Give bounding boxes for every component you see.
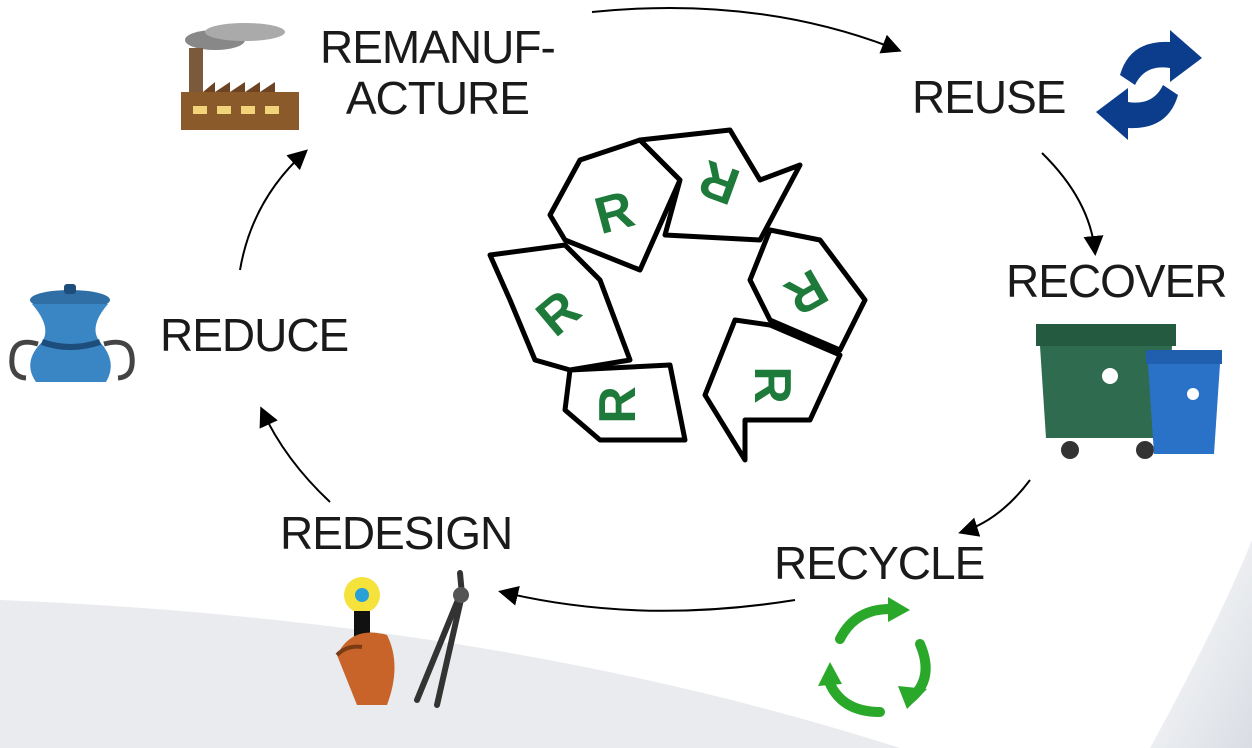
reuse-arrows-icon	[1096, 30, 1202, 140]
recycle-symbol-center: R R R R R R	[487, 127, 868, 463]
arrow-recycle-to-redesign	[498, 585, 796, 612]
r-arrow-right-upper	[747, 227, 868, 353]
r-arrow-top-right	[637, 127, 803, 243]
compressed-pot-icon	[9, 284, 135, 382]
label-recycle: RECYCLE	[774, 537, 985, 589]
label-remanufacture: REMANUF- ACTURE	[320, 21, 556, 124]
r-letter-4: R	[743, 366, 801, 404]
label-remanufacture-line2: ACTURE	[345, 71, 530, 124]
r-arrow-left	[487, 242, 633, 373]
waste-bins-icon	[1036, 324, 1222, 459]
label-reduce: REDUCE	[160, 309, 349, 361]
recycle-arrows-icon	[818, 597, 931, 717]
arrow-redesign-to-reduce	[259, 406, 331, 503]
label-remanufacture-line1: REMANUF-	[320, 21, 556, 73]
design-tools-icon	[335, 570, 469, 708]
factory-icon	[181, 23, 299, 130]
label-recover: RECOVER	[1006, 255, 1227, 307]
label-reuse: REUSE	[912, 71, 1066, 123]
arrow-reuse-to-recover	[1041, 152, 1104, 256]
label-redesign: REDESIGN	[280, 507, 513, 559]
r-arrow-right-lower	[702, 317, 843, 463]
arrow-recover-to-recycle	[958, 479, 1031, 537]
arrow-remanufacture-to-reuse	[591, 7, 902, 54]
arrow-reduce-to-remanufacture	[239, 149, 308, 271]
r-arrow-bottom-left	[562, 362, 688, 443]
r-letter-5: R	[589, 386, 647, 424]
